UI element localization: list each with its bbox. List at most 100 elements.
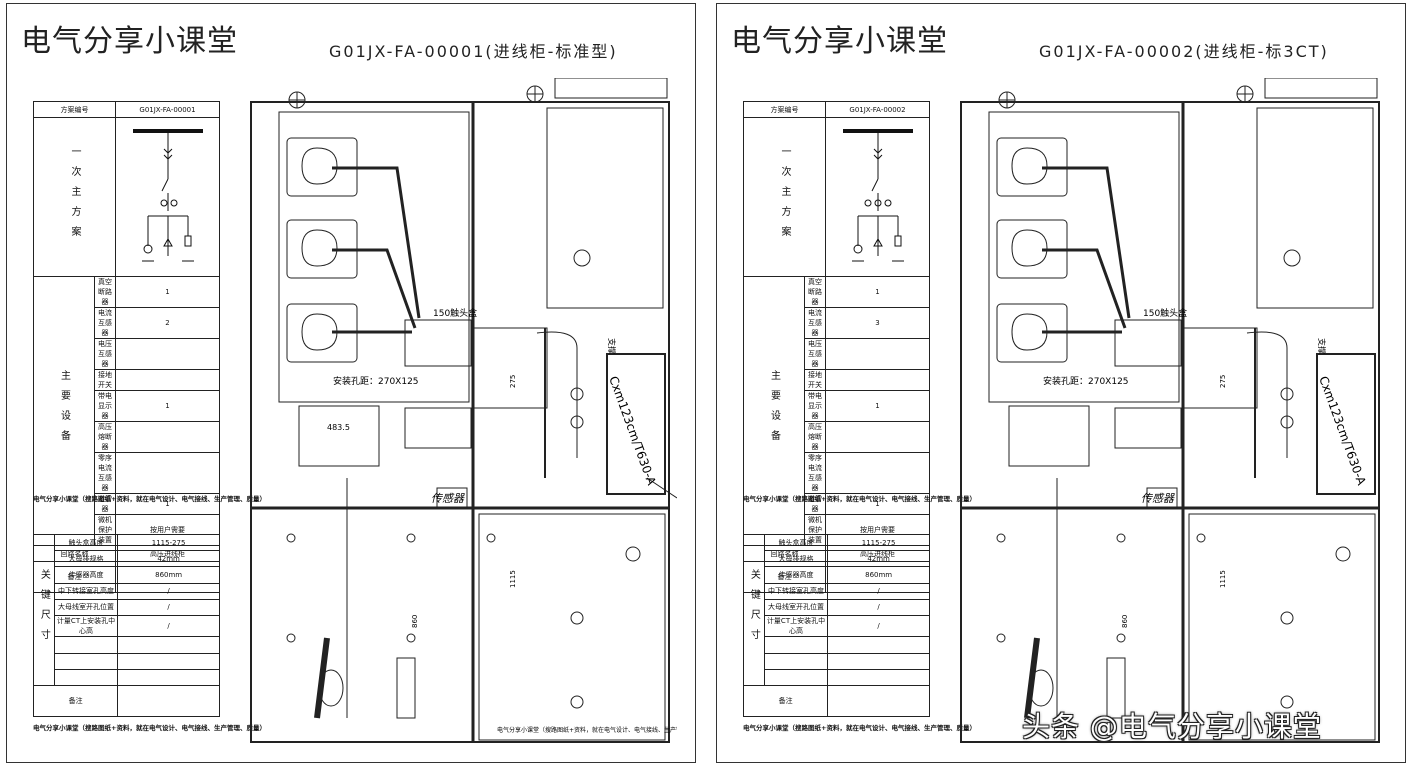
dim-name: 大母排规格: [763, 550, 829, 568]
dim-name: 触头盒高度: [763, 533, 829, 552]
single-line-diagram-svg: [842, 129, 913, 262]
brand-title: 电气分享小课堂: [21, 24, 238, 59]
scheme-table: 方案编号 G01JX-FA-00002 一次主方案: [743, 101, 930, 593]
drawing-label-hole: 安装孔距：270X125: [1043, 375, 1129, 387]
dim-value: [117, 652, 220, 670]
equipment-name: 接地开关: [94, 369, 116, 391]
equipment-name: 高压熔断器: [804, 421, 826, 453]
drawing-sheet-left: 电气分享小课堂 G01JX-FA-00001(进线柜-标准型) 方案编号 G01…: [6, 3, 696, 763]
dim-value: /: [117, 598, 220, 617]
equipment-qty: 1: [825, 390, 930, 422]
drawing-bottom-note: 电气分享小课堂（搜路图纸+资料，就在电气设计、电气接线、生产管理、质量）: [497, 726, 677, 734]
dim-275: 275: [1219, 375, 1227, 388]
drawing-label-box: 150触头盒: [433, 307, 477, 319]
dim-name: 触头盒高度: [53, 533, 119, 552]
dim-name: 传感器高度: [53, 566, 119, 584]
equipment-qty: [115, 338, 220, 370]
key-dim-label: 关键尺寸: [748, 569, 760, 649]
dim-1115: 1115: [1219, 570, 1227, 588]
dim-value: 1115-275: [117, 533, 220, 552]
equipment-name: 电流互感器: [804, 307, 826, 339]
equipment-qty: 3: [825, 307, 930, 339]
drawing-label-cable: Cxm123cm/T630-A: [1316, 374, 1369, 488]
equipment-qty: [825, 421, 930, 453]
equipment-qty: 1: [115, 276, 220, 308]
dim-name: [53, 668, 119, 687]
dim-value: 42mm: [827, 550, 930, 568]
equipment-qty: [115, 452, 220, 494]
scheme-no-value: G01JX-FA-00002: [825, 101, 930, 118]
dim-name: [53, 652, 119, 670]
dim-table-footer-note: 电气分享小课堂（搜路图纸+资料，就在电气设计、电气接线、生产管理、质量）: [743, 724, 976, 732]
dim-860: 860: [411, 615, 419, 628]
scheme-no-label: 方案编号: [33, 101, 116, 118]
equipment-qty: [115, 369, 220, 391]
dim-value: [827, 636, 930, 654]
equipment-name: 高压熔断器: [94, 421, 116, 453]
dim-value: [117, 636, 220, 654]
scheme-table: 方案编号 G01JX-FA-00001 一次主方案: [33, 101, 220, 593]
equipment-qty: [825, 452, 930, 494]
dim-remark-value: [117, 685, 220, 717]
main-equipment-label: 主要设备: [768, 370, 780, 450]
drawing-label-sensor: 传感器: [431, 492, 465, 505]
equipment-name: 真空断路器: [804, 276, 826, 308]
equipment-name: 带电显示器: [804, 390, 826, 422]
dim-name: 大母线室开孔位置: [53, 598, 119, 617]
equipment-qty: 1: [825, 276, 930, 308]
dim-name: [53, 636, 119, 654]
drawing-label-box: 150触头盒: [1143, 307, 1187, 319]
equipment-name: 带电显示器: [94, 390, 116, 422]
single-line-diagram: [115, 117, 220, 277]
dim-name: 计量CT上安装孔中心高: [53, 615, 119, 638]
dim-name: 大母线室开孔位置: [763, 598, 829, 617]
dim-1115: 1115: [509, 570, 517, 588]
equipment-name: 电压互感器: [804, 338, 826, 370]
equipment-name: 零序电流互感器: [804, 452, 826, 494]
dim-value: /: [117, 615, 220, 638]
equipment-qty: 2: [115, 307, 220, 339]
drawing-label-ebar: 支撑: [1317, 338, 1327, 354]
equipment-qty: [825, 369, 930, 391]
dim-275: 275: [509, 375, 517, 388]
scheme-no-value: G01JX-FA-00001: [115, 101, 220, 118]
equipment-name: 零序电流互感器: [94, 452, 116, 494]
equipment-qty: 1: [115, 390, 220, 422]
dim-table-footer-note: 电气分享小课堂（搜路图纸+资料，就在电气设计、电气接线、生产管理、质量）: [33, 724, 266, 732]
dim-name: 中下转接室孔高度: [763, 582, 829, 600]
watermark-text: 头条 @电气分享小课堂: [1022, 710, 1322, 743]
drawing-label-sensor: 传感器: [1141, 492, 1175, 505]
main-equipment-label: 主要设备: [58, 370, 70, 450]
key-dim-label: 关键尺寸: [38, 569, 50, 649]
table-footer-note: 电气分享小课堂（搜路图纸+资料，就在电气设计、电气接线、生产管理、质量）: [33, 495, 266, 503]
dim-name: 传感器高度: [763, 566, 829, 584]
dim-remark-label: 备注: [742, 685, 829, 717]
dim-name: 计量CT上安装孔中心高: [763, 615, 829, 638]
dim-remark-label: 备注: [32, 685, 119, 717]
equipment-name: 电压互感器: [94, 338, 116, 370]
dim-value: 860mm: [827, 566, 930, 584]
dim-860: 860: [1121, 615, 1129, 628]
equipment-name: 真空断路器: [94, 276, 116, 308]
dim-value: 1115-275: [827, 533, 930, 552]
dim-value: 860mm: [117, 566, 220, 584]
drawing-label-ebar: 支撑: [607, 338, 617, 354]
drawing-label-cable: Cxm123cm/T630-A: [606, 374, 659, 488]
dim-value: /: [827, 598, 930, 617]
switchgear-drawing: 150触头盒 安装孔距：270X125 传感器 275 1115 860 Cxm…: [960, 78, 1380, 743]
dim-name: [763, 652, 829, 670]
equipment-qty: [115, 421, 220, 453]
drawing-sheet-right: 电气分享小课堂 G01JX-FA-00002(进线柜-标3CT) 方案编号 G0…: [716, 3, 1406, 763]
dim-value: 42mm: [117, 550, 220, 568]
brand-title: 电气分享小课堂: [731, 24, 948, 59]
dim-value: /: [117, 582, 220, 600]
scheme-no-label: 方案编号: [743, 101, 826, 118]
table-footer-note: 电气分享小课堂（搜路图纸+资料，就在电气设计、电气接线、生产管理、质量）: [743, 495, 976, 503]
sheet-code-title: G01JX-FA-00001(进线柜-标准型): [329, 42, 618, 61]
single-line-diagram: [825, 117, 930, 277]
primary-scheme-label: 一次主方案: [779, 146, 790, 246]
equipment-qty: [825, 338, 930, 370]
dim-value: [827, 668, 930, 687]
dim-value: /: [827, 615, 930, 638]
